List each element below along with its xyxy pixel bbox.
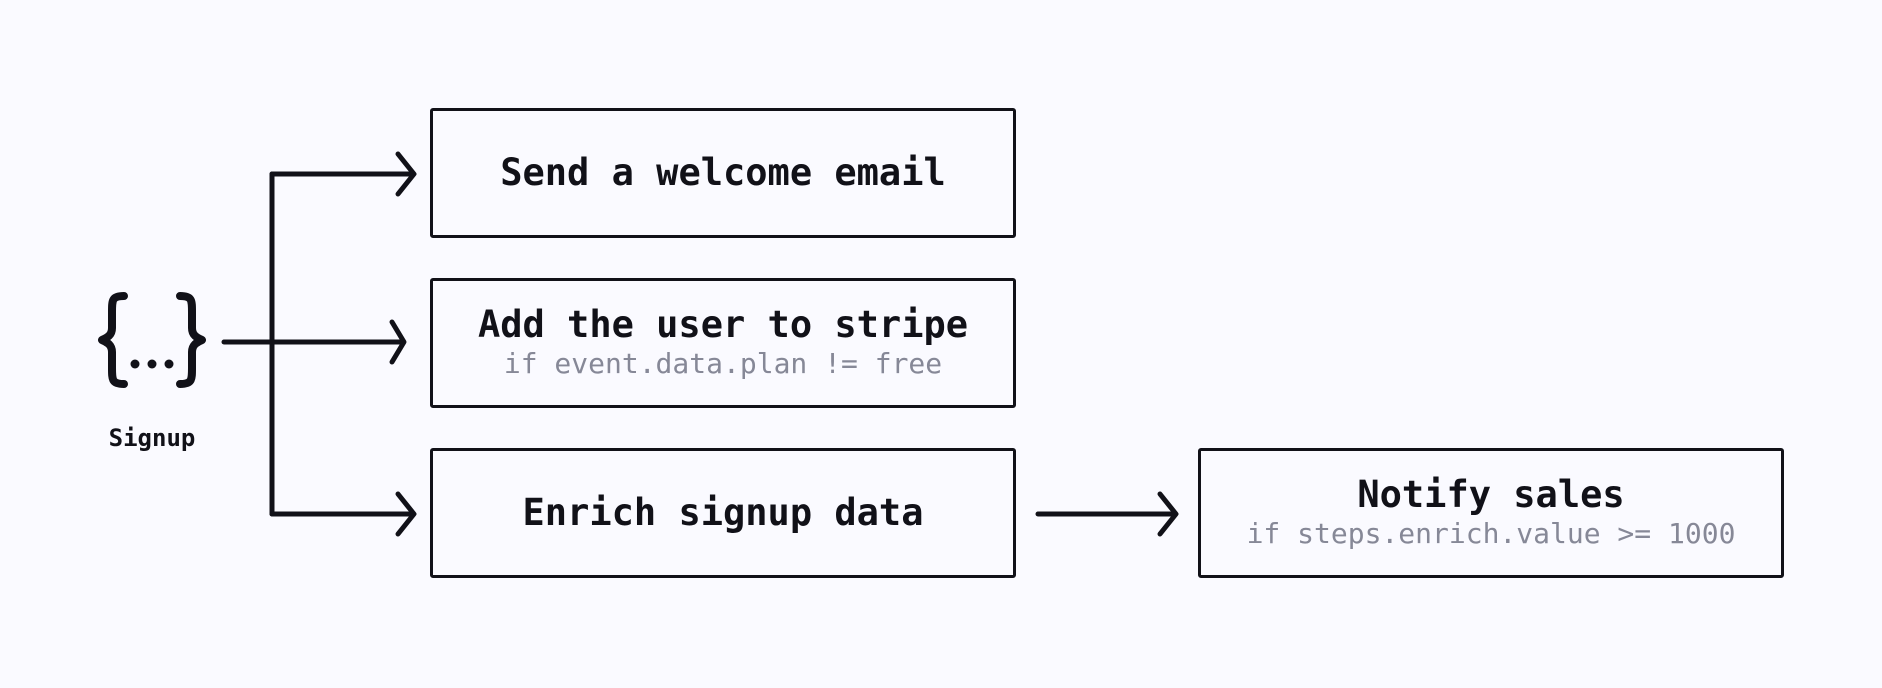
step-condition: if event.data.plan != free — [503, 346, 943, 380]
step-enrich-signup-data[interactable]: Enrich signup data — [430, 448, 1016, 578]
step-welcome-email[interactable]: Send a welcome email — [430, 108, 1016, 238]
step-title: Notify sales — [1357, 472, 1625, 516]
trigger-label: Signup — [108, 424, 196, 452]
arrowhead-stripe — [389, 319, 407, 365]
step-add-to-stripe[interactable]: Add the user to stripe if event.data.pla… — [430, 278, 1016, 408]
arrowhead-notify — [1157, 491, 1179, 537]
curly-braces-ellipsis-icon — [96, 290, 208, 390]
arrowhead-enrich — [395, 491, 417, 537]
step-title: Enrich signup data — [522, 490, 924, 534]
step-title: Add the user to stripe — [477, 302, 969, 346]
arrowhead-welcome — [395, 151, 417, 197]
step-title: Send a welcome email — [500, 150, 946, 194]
step-condition: if steps.enrich.value >= 1000 — [1246, 516, 1736, 550]
step-notify-sales[interactable]: Notify sales if steps.enrich.value >= 10… — [1198, 448, 1784, 578]
